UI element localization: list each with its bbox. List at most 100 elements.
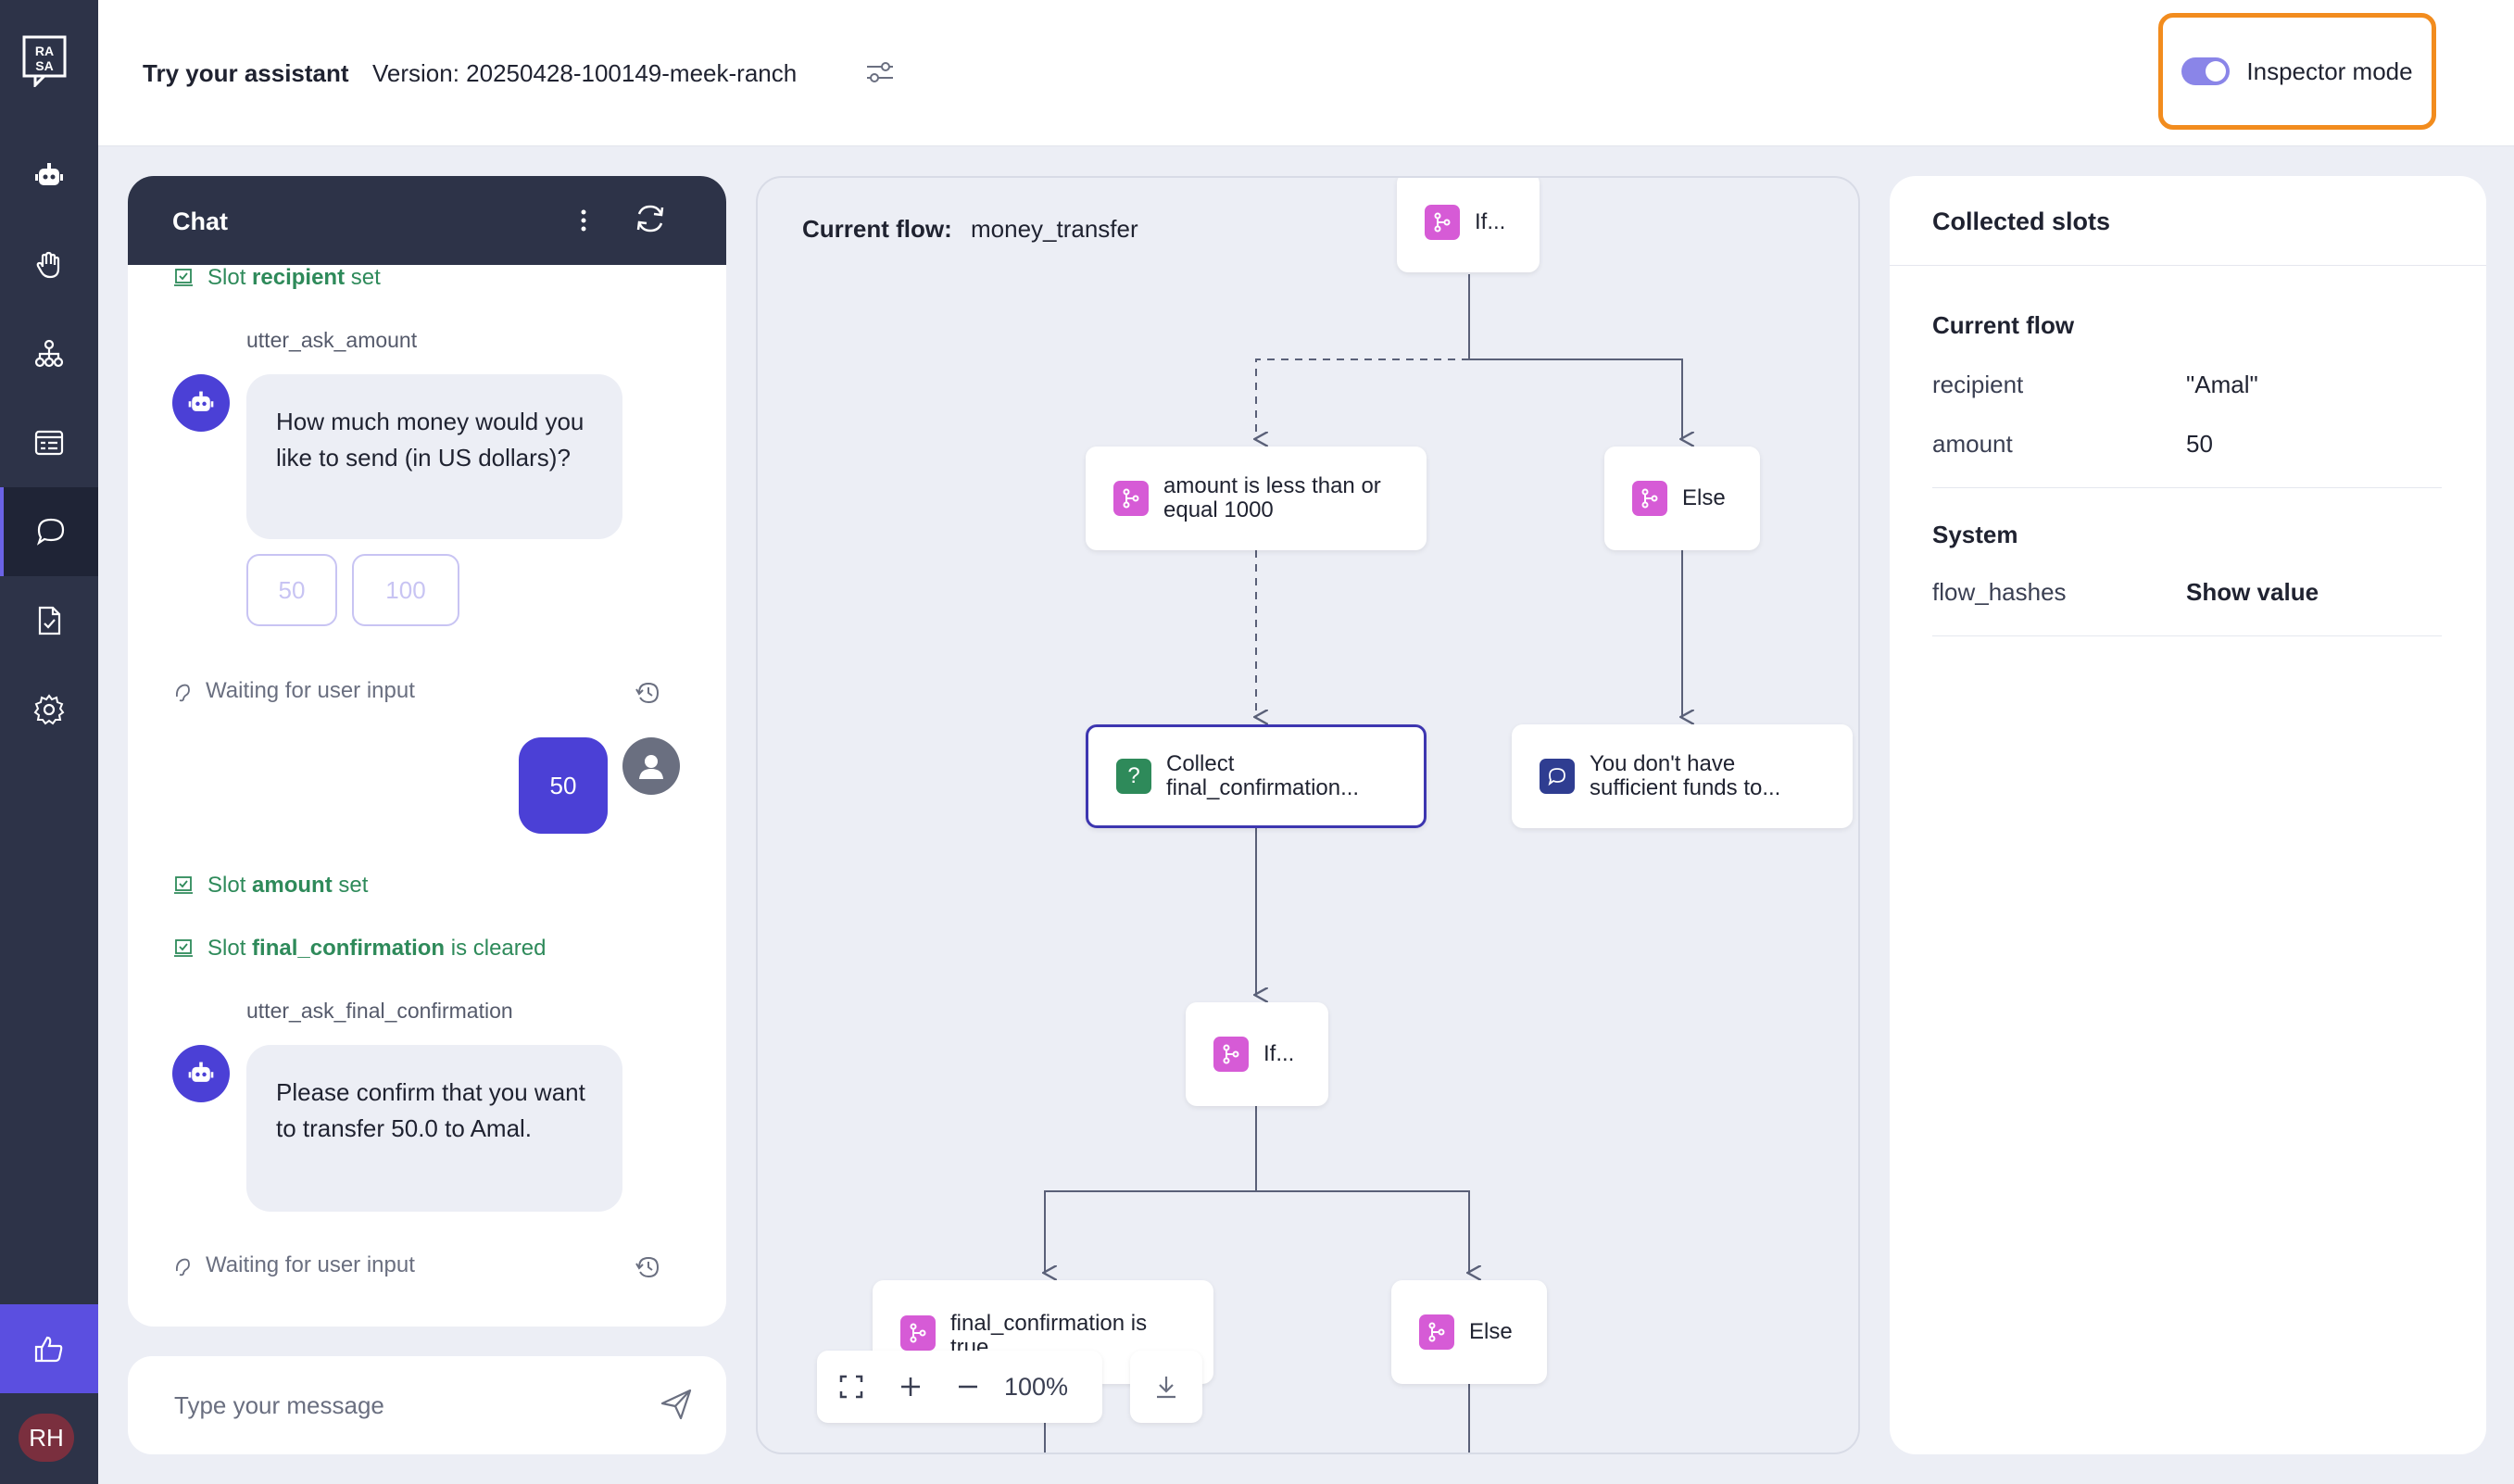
- download-button[interactable]: [1130, 1351, 1202, 1423]
- top-bar: Try your assistant Version: 20250428-100…: [98, 0, 2514, 146]
- inspector-mode-label: Inspector mode: [2246, 57, 2412, 86]
- flow-node-if[interactable]: If...: [1397, 176, 1540, 272]
- gear-icon: [32, 693, 66, 726]
- node-label: amount is less than or equal 1000: [1163, 474, 1399, 522]
- current-flow-section-title: Current flow: [1932, 311, 2074, 340]
- zoom-level: 100%: [1004, 1373, 1068, 1402]
- person-icon: [635, 750, 667, 782]
- quick-reply-button[interactable]: 50: [246, 554, 337, 626]
- bot-icon: [186, 1059, 216, 1088]
- user-avatar[interactable]: RH: [19, 1414, 74, 1462]
- bot-message: How much money would you like to send (i…: [246, 374, 622, 539]
- document-check-icon: [32, 604, 66, 637]
- svg-text:SA: SA: [35, 58, 53, 73]
- collected-slots-title: Collected slots: [1932, 208, 2110, 236]
- node-label: Else: [1469, 1320, 1513, 1344]
- history-icon[interactable]: [634, 1252, 663, 1282]
- slot-icon: [172, 937, 195, 960]
- fullscreen-icon[interactable]: [836, 1371, 867, 1402]
- sidebar-item-responses[interactable]: [0, 398, 98, 487]
- thumbs-up-icon: [32, 1332, 66, 1365]
- utter-label: utter_ask_final_confirmation: [246, 999, 513, 1024]
- divider: [1890, 265, 2486, 266]
- zoom-in-icon[interactable]: [895, 1371, 926, 1402]
- zoom-controls: 100%: [817, 1351, 1102, 1423]
- user-message: 50: [519, 737, 608, 834]
- sidebar-item-intents[interactable]: [0, 220, 98, 309]
- branch-icon: [1425, 205, 1460, 240]
- node-label: You don't have sufficient funds to...: [1590, 752, 1825, 800]
- refresh-icon[interactable]: [632, 200, 669, 237]
- message-input[interactable]: [174, 1384, 610, 1427]
- message-composer: [128, 1356, 726, 1454]
- sidebar-item-try[interactable]: [0, 487, 98, 576]
- flow-node-else[interactable]: Else: [1604, 446, 1760, 550]
- question-icon: ?: [1116, 759, 1151, 794]
- bot-icon: [186, 388, 216, 418]
- slot-value: "Amal": [2186, 371, 2258, 399]
- message-icon: [1540, 759, 1575, 794]
- sidebar-item-assistant[interactable]: [0, 132, 98, 220]
- flow-node-collect[interactable]: ? Collect final_confirmation...: [1086, 724, 1427, 828]
- user-avatar-icon: [622, 737, 680, 795]
- node-label: If...: [1263, 1042, 1294, 1066]
- sidebar-item-flows[interactable]: [0, 309, 98, 398]
- sidebar-item-settings[interactable]: [0, 665, 98, 754]
- chat-header: Chat: [128, 176, 726, 265]
- divider: [1932, 635, 2442, 636]
- bot-icon: [32, 159, 66, 193]
- branch-icon: [1113, 481, 1149, 516]
- flows-icon: [32, 337, 66, 371]
- sidebar-item-tests[interactable]: [0, 576, 98, 665]
- slot-key: flow_hashes: [1932, 578, 2067, 607]
- slot-value: 50: [2186, 430, 2213, 459]
- slot-key: amount: [1932, 430, 2013, 459]
- current-flow-label: Current flow:: [802, 215, 952, 244]
- hand-icon: [32, 248, 66, 282]
- show-value-link[interactable]: Show value: [2186, 578, 2319, 607]
- quick-reply-button[interactable]: 100: [352, 554, 459, 626]
- utter-label: utter_ask_amount: [246, 328, 417, 353]
- divider: [1932, 487, 2442, 488]
- sidebar: RA SA RH: [0, 0, 98, 1484]
- node-label: If...: [1475, 210, 1505, 234]
- inspector-mode-control: Inspector mode: [2158, 13, 2436, 130]
- slot-key: recipient: [1932, 371, 2023, 399]
- flow-node-message[interactable]: You don't have sufficient funds to...: [1512, 724, 1853, 828]
- branch-icon: [1632, 481, 1667, 516]
- flow-node-condition[interactable]: amount is less than or equal 1000: [1086, 446, 1427, 550]
- flow-node-if[interactable]: If...: [1186, 1002, 1328, 1106]
- waiting-indicator: Waiting for user input: [172, 678, 415, 704]
- branch-icon: [1213, 1037, 1249, 1072]
- slot-event-recipient: Slot recipient set: [172, 265, 381, 291]
- collected-slots-panel: Collected slots Current flow recipient "…: [1890, 176, 2486, 1454]
- version-label: Version: 20250428-100149-meek-ranch: [372, 59, 797, 88]
- branch-icon: [1419, 1314, 1454, 1350]
- bot-message: Please confirm that you want to transfer…: [246, 1045, 622, 1212]
- send-icon[interactable]: [658, 1386, 695, 1423]
- flow-canvas[interactable]: Current flow: money_transfer If... amoun…: [756, 176, 1860, 1454]
- bot-avatar: [172, 374, 230, 432]
- ear-icon: [172, 680, 193, 702]
- responses-icon: [32, 426, 66, 459]
- slot-icon: [172, 874, 195, 897]
- bot-avatar: [172, 1045, 230, 1102]
- page-title: Try your assistant: [143, 59, 349, 88]
- more-vertical-icon[interactable]: [572, 204, 595, 237]
- zoom-out-icon[interactable]: [952, 1371, 984, 1402]
- chat-icon: [34, 515, 68, 548]
- rasa-logo-icon[interactable]: RA SA: [22, 35, 67, 87]
- slot-event-final-confirmation: Slot final_confirmation is cleared: [172, 936, 546, 962]
- node-label: Collect final_confirmation...: [1166, 752, 1396, 800]
- download-icon: [1151, 1372, 1181, 1402]
- svg-text:RA: RA: [35, 44, 54, 58]
- inspector-mode-toggle[interactable]: [2181, 57, 2230, 85]
- node-label: Else: [1682, 486, 1726, 510]
- chat-panel: Chat Slot recipient set utter_ask_amount…: [128, 176, 726, 1327]
- history-icon[interactable]: [634, 678, 663, 708]
- slot-icon: [172, 267, 195, 289]
- sliders-icon[interactable]: [863, 57, 897, 87]
- flow-node-else[interactable]: Else: [1391, 1280, 1547, 1384]
- waiting-indicator: Waiting for user input: [172, 1252, 415, 1278]
- feedback-button[interactable]: [0, 1304, 98, 1393]
